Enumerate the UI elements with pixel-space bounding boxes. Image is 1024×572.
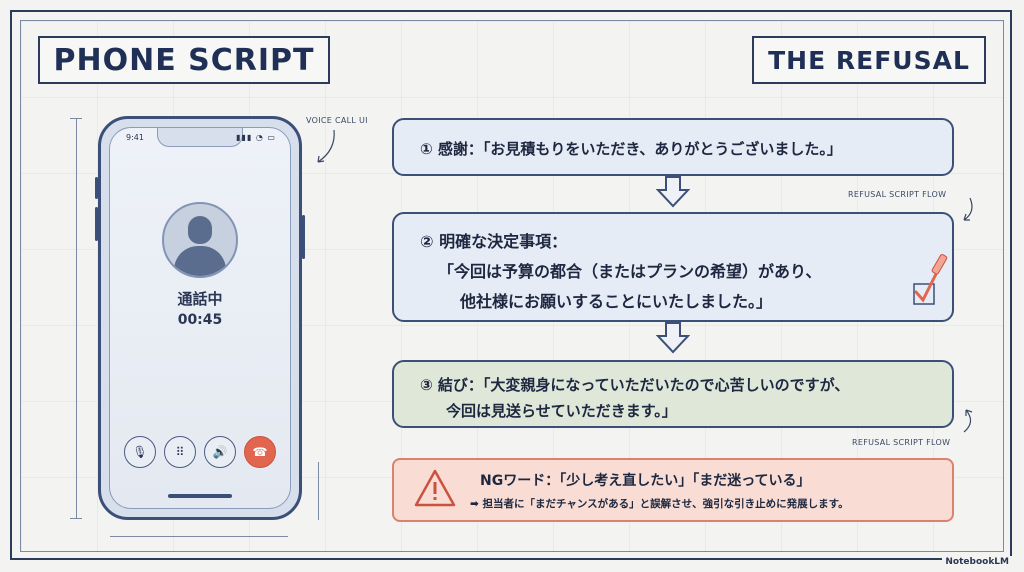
- step-2-heading: ② 明確な決定事項：: [420, 232, 568, 251]
- smartphone: 9:41 ▮▮▮ ◔ ▭ 通話中 00:45 🎙 ⠿ 🔊 ☎: [95, 116, 305, 520]
- step-3-line-1: ③ 結び：「大変親身になっていただいたので心苦しいのですが、: [420, 376, 850, 394]
- status-time: 9:41: [126, 133, 144, 142]
- mute-button[interactable]: 🎙: [124, 436, 156, 468]
- script-step-3-bubble: ③ 結び：「大変親身になっていただいたので心苦しいのですが、 今回は見送らせてい…: [392, 360, 954, 428]
- avatar-body: [174, 246, 226, 276]
- step-1-text: ① 感謝：「お見積もりをいただき、ありがとうございました。」: [420, 140, 842, 158]
- title-phone-script: PHONE SCRIPT: [38, 36, 330, 84]
- down-arrow-icon: [656, 322, 690, 354]
- dimension-line-bottom: [110, 536, 288, 537]
- step-3-line-2: 今回は見送らせていただきます。」: [446, 402, 677, 420]
- voice-call-ui-label: VOICE CALL UI: [306, 116, 368, 125]
- dimension-line-right: [318, 462, 319, 520]
- callout-arrow-icon: [317, 129, 335, 163]
- dimension-tick-top: [70, 118, 82, 119]
- phone-side-button-left-1: [95, 177, 98, 199]
- script-step-2-bubble: ② 明確な決定事項： 「今回は予算の都合（またはプランの希望）があり、 他社様に…: [392, 212, 954, 322]
- speaker-button[interactable]: 🔊: [204, 436, 236, 468]
- end-call-button[interactable]: ☎: [244, 436, 276, 468]
- outer-frame: [10, 10, 1012, 560]
- flow-label-bottom: REFUSAL SCRIPT FLOW: [852, 438, 951, 447]
- flow-curve-arrow-icon: [963, 197, 973, 221]
- call-status: 通話中: [177, 290, 223, 308]
- avatar-head: [188, 216, 212, 244]
- dimension-tick-bottom: [70, 518, 82, 519]
- phone-notch: [157, 128, 243, 147]
- step-2-line-3: 他社様にお願いすることにいたしました。」: [460, 292, 773, 311]
- status-icons: ▮▮▮ ◔ ▭: [236, 133, 276, 142]
- ng-word-description: ➡ 担当者に「まだチャンスがある」と誤解させ、強引な引き止めに発展します。: [470, 498, 849, 510]
- title-the-refusal: THE REFUSAL: [752, 36, 986, 84]
- ng-word-warning-box: NGワード：「少し考え直したい」「まだ迷っている」 ➡ 担当者に「まだチャンスが…: [392, 458, 954, 522]
- checked-box-pen-icon: [913, 254, 948, 305]
- contact-avatar-icon: [162, 202, 238, 278]
- script-step-1-bubble: ① 感謝：「お見積もりをいただき、ありがとうございました。」: [392, 118, 954, 176]
- speaker-icon: 🔊: [212, 445, 228, 459]
- warning-icon: [414, 469, 456, 507]
- keypad-button[interactable]: ⠿: [164, 436, 196, 468]
- end-call-icon: ☎: [252, 445, 268, 459]
- call-controls: 🎙 ⠿ 🔊 ☎: [124, 436, 276, 468]
- phone-side-button-left-2: [95, 207, 98, 241]
- flow-label-top: REFUSAL SCRIPT FLOW: [848, 190, 947, 199]
- dimension-line-left: [76, 118, 77, 518]
- down-arrow-icon: [656, 176, 690, 208]
- call-timer: 00:45: [177, 312, 223, 328]
- keypad-icon: ⠿: [175, 445, 185, 459]
- ng-word-title: NGワード：「少し考え直したい」「まだ迷っている」: [480, 473, 811, 489]
- step-2-line-2: 「今回は予算の都合（またはプランの希望）があり、: [438, 262, 822, 281]
- mic-icon: 🎙: [132, 445, 148, 459]
- notebooklm-watermark: NotebookLM: [942, 556, 1012, 568]
- phone-side-button-right: [302, 215, 305, 259]
- flow-curve-arrow-icon: [963, 409, 973, 433]
- home-indicator: [168, 494, 232, 498]
- phone-screen: 9:41 ▮▮▮ ◔ ▭ 通話中 00:45 🎙 ⠿ 🔊 ☎: [109, 127, 291, 509]
